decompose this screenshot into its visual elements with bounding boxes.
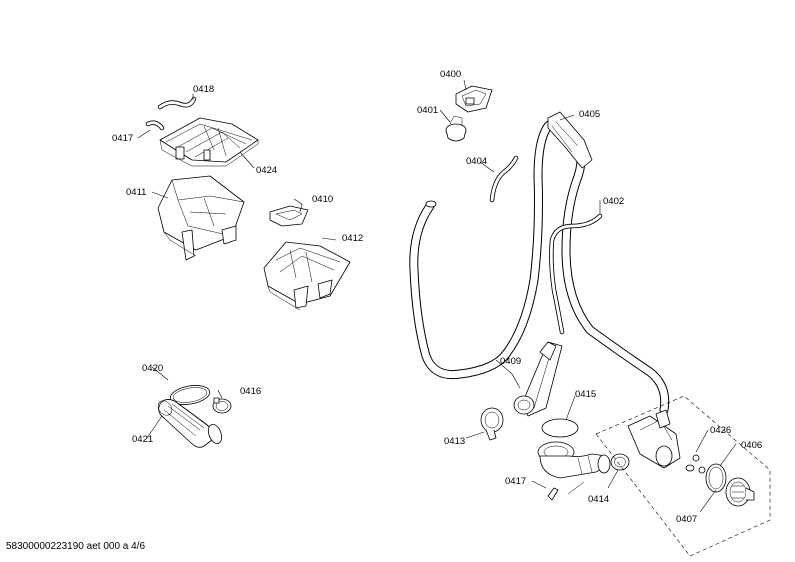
disc-0415 [541,418,579,438]
drawing-reference-footer: 58300000223190 aet 000 a 4/6 [6,541,146,552]
pressure-switch-0400 [455,85,493,113]
clamp-0414 [610,453,630,471]
label-0412: 0412 [342,233,363,244]
label-0410: 0410 [312,194,333,205]
hose-elbow-0421 [157,399,222,448]
label-0401: 0401 [417,105,438,116]
label-0407: 0407 [676,514,697,525]
tube-0402 [549,213,603,335]
label-0417: 0417 [505,476,526,487]
drawer-top-0424 [159,117,259,167]
pump-module-box [595,395,771,557]
drawer-insert-0412 [263,241,351,311]
clamp-0420 [169,385,211,405]
label-0415: 0415 [575,389,596,400]
seal-0406 [705,463,727,493]
drain-hose-0405 [409,111,670,415]
label-0426: 0426 [710,425,731,436]
outlet-body-0417 [537,441,611,501]
label-0409: 0409 [500,356,521,367]
label-0411: 0411 [126,187,146,198]
tube-0404 [489,155,519,203]
label-0406: 0406 [741,440,762,451]
label-0404: 0404 [466,156,487,167]
pressure-switch-0401 [445,115,467,142]
label-0405: 0405 [579,109,600,120]
drain-pump [627,409,681,469]
label-0418: 0417 [112,133,133,144]
label-0421: 0421 [132,434,153,445]
clamp-0416 [212,397,232,414]
sump-pipe-0409 [513,341,563,417]
label-0424: 0424 [256,165,277,176]
label-0402: 0402 [603,196,624,207]
small-hoses-0418-0419 [145,96,197,131]
label-0414: 0414 [588,494,609,505]
leader-lines [137,79,737,513]
label-0420: 0420 [142,363,163,374]
filter-0407 [725,477,755,507]
drawer-handle-0410 [269,205,309,227]
label-0416: 0416 [240,386,261,397]
clamp-0413 [480,407,504,441]
label-0400: 0400 [440,69,461,80]
label-0419: 0418 [193,84,214,95]
screws-0426 [685,454,706,474]
label-0413: 0413 [444,436,465,447]
drawer-housing-0411 [157,175,245,261]
